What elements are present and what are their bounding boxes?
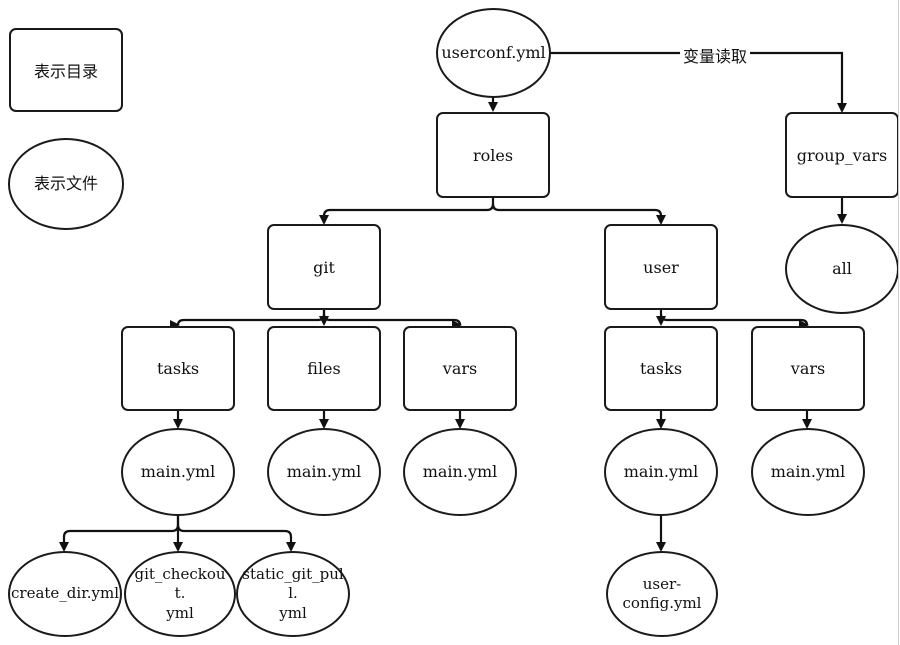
dir-user-vars: vars: [751, 326, 865, 411]
legend-directory-box: 表示目录: [9, 28, 123, 112]
dir-user-vars-label: vars: [790, 359, 826, 378]
dir-roles-label: roles: [472, 145, 514, 165]
edge-main-create-dir: [59, 514, 180, 552]
edge-git-vars: [322, 313, 465, 327]
legend-file-ellipse: 表示文件: [8, 138, 124, 230]
dir-user: user: [604, 224, 718, 310]
file-create-dir-label: create_dir.yml: [11, 584, 119, 603]
file-user-vars-main-label: main.yml: [770, 461, 846, 481]
file-user-tasks-main: main.yml: [604, 428, 718, 516]
file-git-vars-main-label: main.yml: [422, 461, 498, 481]
file-all-label: all: [832, 258, 852, 278]
file-git-files-main-label: main.yml: [286, 461, 362, 481]
edge-userconf-group-vars: [550, 51, 847, 113]
dir-user-tasks: tasks: [604, 326, 718, 411]
dir-git-vars: vars: [403, 326, 517, 411]
file-userconf-label: userconf.yml: [441, 42, 546, 62]
file-git-vars-main: main.yml: [403, 428, 517, 516]
dir-git-tasks: tasks: [121, 326, 235, 411]
file-user-tasks-main-label: main.yml: [623, 461, 699, 481]
file-git-checkout: git_checkout. yml: [124, 551, 236, 637]
edge-user-vars: [659, 313, 812, 327]
dir-git-files: files: [267, 326, 381, 411]
file-user-config-label: user- config.yml: [622, 574, 702, 613]
dir-group-vars: group_vars: [785, 112, 899, 198]
file-git-tasks-main-label: main.yml: [140, 461, 216, 481]
dir-roles: roles: [436, 112, 550, 198]
page-right-border: [898, 0, 899, 645]
dir-git-tasks-label: tasks: [156, 359, 200, 378]
legend-file-label: 表示文件: [33, 173, 98, 193]
edge-roles-user: [491, 203, 666, 225]
file-git-tasks-main: main.yml: [121, 428, 235, 516]
dir-group-vars-label: group_vars: [796, 145, 888, 165]
file-all: all: [785, 224, 899, 314]
file-static-git-pull: static_git_pull. yml: [236, 551, 350, 637]
file-create-dir: create_dir.yml: [8, 551, 122, 637]
dir-git-files-label: files: [307, 359, 341, 378]
dir-git-label: git: [313, 257, 335, 277]
file-git-files-main: main.yml: [267, 428, 381, 516]
edge-git-tasks: [173, 309, 326, 327]
dir-git-vars-label: vars: [442, 359, 478, 378]
file-user-vars-main: main.yml: [751, 428, 865, 516]
dir-user-label: user: [643, 257, 679, 277]
edge-roles-branch: [319, 197, 495, 225]
dir-git: git: [267, 224, 381, 310]
file-userconf: userconf.yml: [436, 8, 551, 98]
edge-label-variable-read: 变量读取: [680, 43, 751, 67]
file-static-git-pull-label: static_git_pull. yml: [242, 564, 344, 622]
edge-main-static-git-pull: [176, 524, 296, 552]
file-git-checkout-label: git_checkout. yml: [134, 564, 226, 622]
file-user-config: user- config.yml: [606, 551, 718, 637]
legend-directory-label: 表示目录: [33, 62, 98, 81]
dir-user-tasks-label: tasks: [639, 359, 683, 378]
